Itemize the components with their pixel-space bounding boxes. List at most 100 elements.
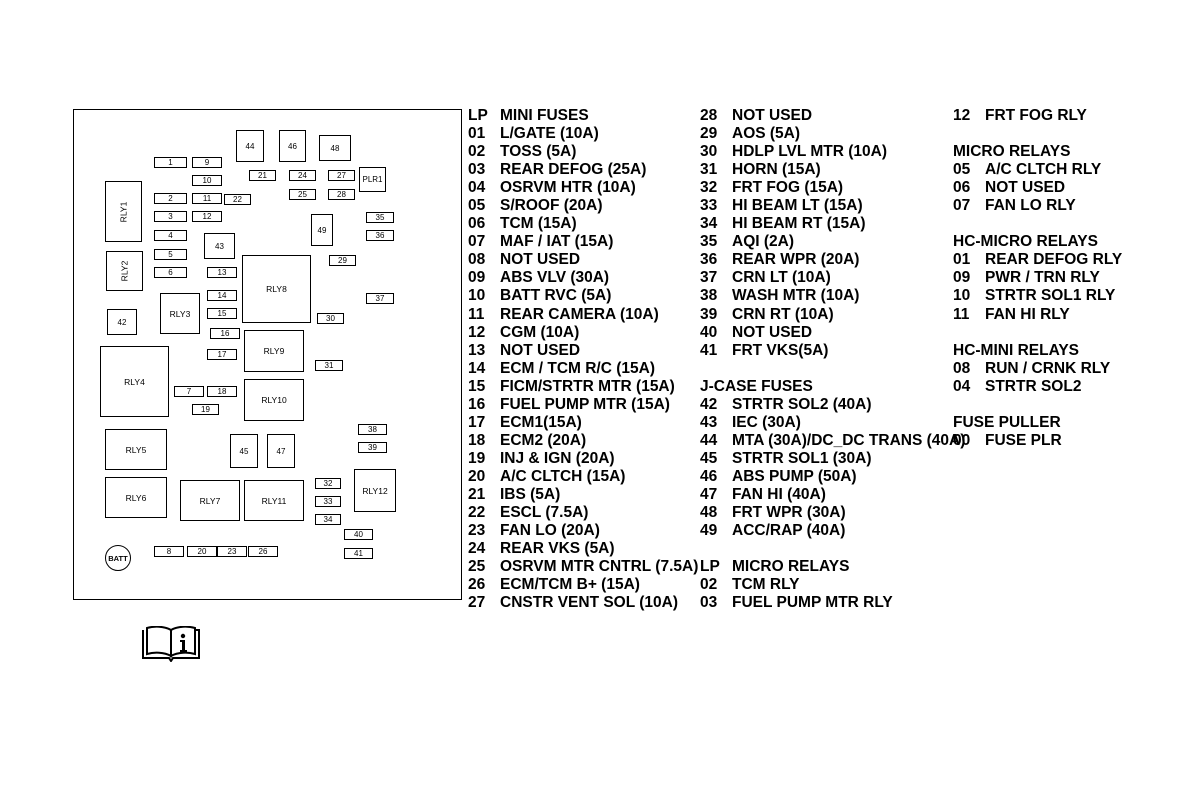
legend-code: 41 xyxy=(700,341,718,359)
legend-description: FRT VKS(5A) xyxy=(732,341,829,359)
fuse-slot-14: 14 xyxy=(207,290,237,301)
legend-code: 49 xyxy=(700,522,718,540)
legend-description: ECM2 (20A) xyxy=(500,431,587,449)
relay-label: RLY11 xyxy=(261,495,287,506)
fuse-label: 19 xyxy=(201,405,210,414)
legend-code: 48 xyxy=(700,504,718,522)
legend-code: 09 xyxy=(953,269,971,287)
fuse-slot-17: 17 xyxy=(207,349,237,360)
fuse-slot-27: 27 xyxy=(328,170,355,181)
owner-manual-info-icon xyxy=(142,626,200,662)
fuse-slot-7: 7 xyxy=(174,386,204,397)
legend-description: FAN LO RLY xyxy=(985,197,1076,215)
fuse-slot-30: 30 xyxy=(317,313,344,324)
legend-heading-text: HC-MINI RELAYS xyxy=(953,341,1080,359)
legend-description: FRT FOG (15A) xyxy=(732,179,844,197)
fuse-slot-12: 12 xyxy=(192,211,222,222)
fuse-slot-38: 38 xyxy=(358,424,387,435)
legend-code: LP xyxy=(468,107,488,124)
legend-description: AOS (5A) xyxy=(732,125,801,143)
fuse-label: 37 xyxy=(375,294,385,303)
legend-description: FRT WPR (30A) xyxy=(732,504,846,522)
legend-description: TOSS (5A) xyxy=(500,143,577,161)
fuse-slot-21: 21 xyxy=(249,170,276,181)
legend-code: 35 xyxy=(700,233,718,251)
legend-code: 07 xyxy=(468,233,486,251)
legend-description: OSRVM MTR CNTRL (7.5A) xyxy=(500,558,699,576)
legend-code: 47 xyxy=(700,485,718,503)
fuse-label: 21 xyxy=(258,171,267,180)
legend-code: 23 xyxy=(468,522,486,540)
fuse-label: 44 xyxy=(245,141,255,151)
relay-slot-rly11: RLY11 xyxy=(244,480,304,521)
legend-code: 01 xyxy=(953,251,971,269)
relay-slot-rly7: RLY7 xyxy=(180,480,240,521)
legend-description: ECM / TCM R/C (15A) xyxy=(500,359,655,377)
legend-spacer xyxy=(953,125,1122,143)
fuse-label: 17 xyxy=(217,350,227,359)
legend-description: FRT FOG RLY xyxy=(985,107,1087,124)
fuse-label: 3 xyxy=(168,212,173,221)
legend-code: 42 xyxy=(700,395,718,413)
battery-label: BATT xyxy=(108,553,128,563)
fuse-slot-45: 45 xyxy=(230,434,258,468)
fuse-label: 27 xyxy=(337,171,346,180)
legend-description: IEC (30A) xyxy=(732,413,801,431)
fuse-slot-34: 34 xyxy=(315,514,341,525)
legend-code: 30 xyxy=(700,143,718,161)
fuse-slot-29: 29 xyxy=(329,255,356,266)
fuse-label: 41 xyxy=(354,549,363,558)
fuse-slot-2: 2 xyxy=(154,193,187,204)
fuse-label: 49 xyxy=(317,225,327,235)
fuse-slot-23: 23 xyxy=(217,546,247,557)
legend-code: 10 xyxy=(953,287,971,305)
relay-label: RLY7 xyxy=(199,495,221,506)
fuse-slot-46: 46 xyxy=(279,130,306,162)
fuse-label: 35 xyxy=(375,213,385,222)
fuse-slot-47: 47 xyxy=(267,434,295,468)
battery-slot-batt: BATT xyxy=(105,545,131,571)
legend-code: 32 xyxy=(700,179,718,197)
legend-code: 18 xyxy=(468,431,486,449)
legend-code: 28 xyxy=(700,107,718,124)
legend-description: REAR WPR (20A) xyxy=(732,251,860,269)
relay-label: RLY12 xyxy=(362,485,388,496)
fuse-label: 4 xyxy=(168,231,173,240)
legend-description: MAF / IAT (15A) xyxy=(500,233,614,251)
fuse-label: 48 xyxy=(330,143,340,153)
fuse-label: 34 xyxy=(323,515,333,524)
legend-code: 05 xyxy=(953,161,971,179)
fuse-label: 6 xyxy=(168,268,173,277)
legend-code: 21 xyxy=(468,485,486,503)
legend-description: FUEL PUMP MTR RLY xyxy=(732,594,893,612)
fuse-label: 31 xyxy=(324,361,334,370)
legend-description: OSRVM HTR (10A) xyxy=(500,179,636,197)
legend-description: ESCL (7.5A) xyxy=(500,504,589,522)
legend-code: 09 xyxy=(468,269,486,287)
legend-description: NOT USED xyxy=(500,251,581,269)
fuse-label: 26 xyxy=(258,547,268,556)
